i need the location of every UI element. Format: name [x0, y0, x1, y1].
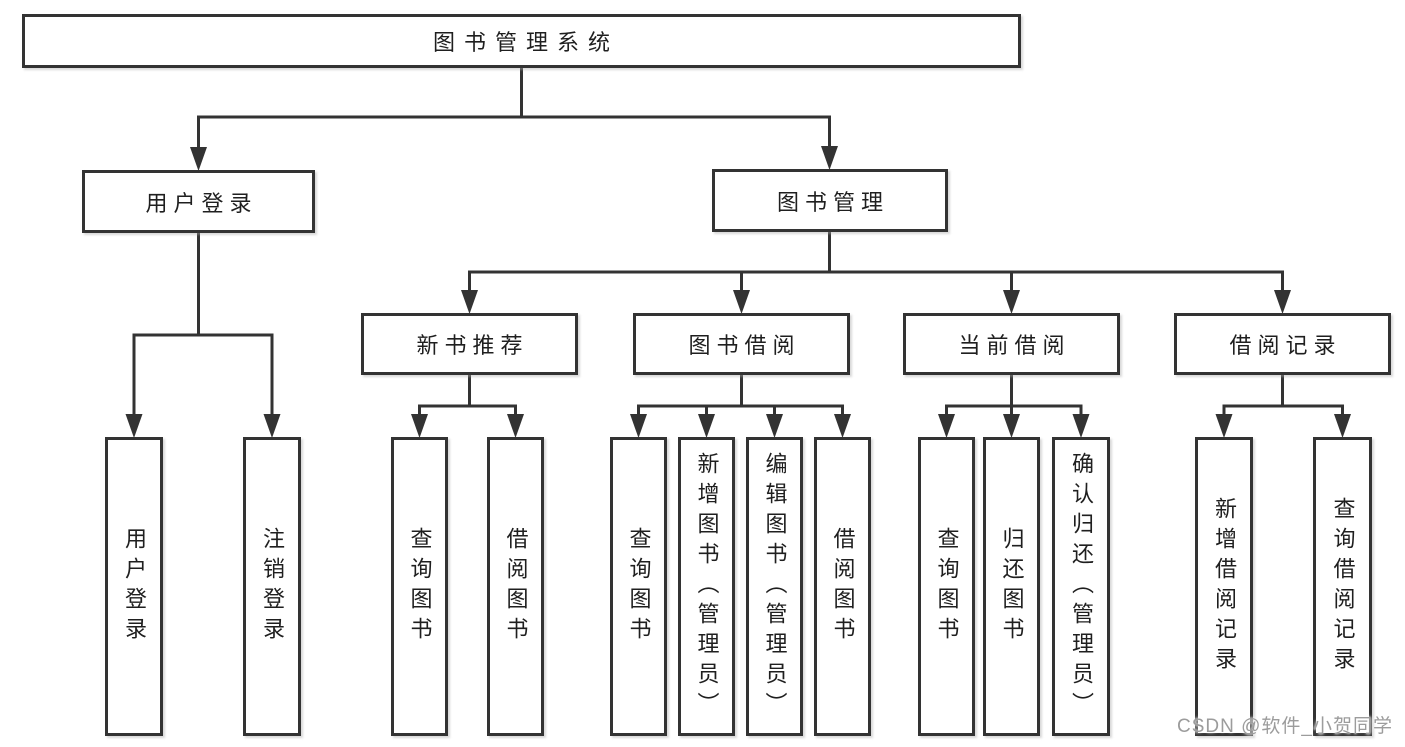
leaf-query-books-current: 查询图书 — [918, 437, 975, 736]
node-user-login: 用户登录 — [82, 170, 315, 233]
leaf-borrow-books: 借阅图书 — [814, 437, 871, 736]
node-label: 查询图书 — [407, 526, 433, 647]
node-label: 查询图书 — [626, 526, 652, 647]
node-label: 图书借阅 — [688, 333, 801, 358]
leaf-edit-books-admin: 编辑图书（管理员） — [746, 437, 803, 736]
node-borrowing-records: 借阅记录 — [1174, 313, 1391, 375]
node-label: 用户登录 — [122, 526, 147, 647]
node-label: 新增图书（管理员） — [694, 451, 720, 722]
leaf-user-login: 用户登录 — [105, 437, 163, 736]
leaf-borrow-books-recommend: 借阅图书 — [487, 437, 544, 736]
node-label: 借阅图书 — [830, 526, 856, 647]
leaf-add-books-admin: 新增图书（管理员） — [678, 437, 735, 736]
node-label: 查询图书 — [934, 526, 960, 647]
csdn-watermark: CSDN @软件_小贺同学 — [1177, 716, 1393, 737]
node-label: 新书推荐 — [416, 333, 529, 358]
node-label: 当前借阅 — [958, 333, 1071, 358]
node-label: 借阅记录 — [1229, 333, 1342, 358]
node-label: 图书管理系统 — [432, 30, 619, 55]
leaf-logout: 注销登录 — [243, 437, 301, 736]
node-label: 归还图书 — [999, 526, 1025, 647]
node-label: 用户登录 — [145, 190, 258, 216]
leaf-query-borrow-record: 查询借阅记录 — [1313, 437, 1372, 736]
leaf-add-borrow-record: 新增借阅记录 — [1195, 437, 1253, 736]
node-current-borrowing: 当前借阅 — [903, 313, 1120, 375]
node-new-book-recommendation: 新书推荐 — [361, 313, 578, 375]
leaf-query-books-recommend: 查询图书 — [391, 437, 448, 736]
node-label: 图书管理 — [776, 189, 889, 215]
node-library-management-system: 图书管理系统 — [22, 14, 1021, 68]
leaf-confirm-return-admin: 确认归还（管理员） — [1052, 437, 1110, 736]
node-label: 新增借阅记录 — [1212, 496, 1237, 677]
node-label: 编辑图书（管理员） — [762, 451, 788, 722]
node-label: 注销登录 — [260, 526, 285, 647]
node-label: 查询借阅记录 — [1330, 496, 1356, 677]
node-book-borrowing: 图书借阅 — [633, 313, 850, 375]
arrowheads — [125, 146, 1351, 438]
node-label: 借阅图书 — [503, 526, 529, 647]
node-book-management: 图书管理 — [712, 169, 948, 232]
node-label: 确认归还（管理员） — [1069, 451, 1094, 722]
leaf-return-books: 归还图书 — [983, 437, 1040, 736]
leaf-query-books-borrowing: 查询图书 — [610, 437, 667, 736]
